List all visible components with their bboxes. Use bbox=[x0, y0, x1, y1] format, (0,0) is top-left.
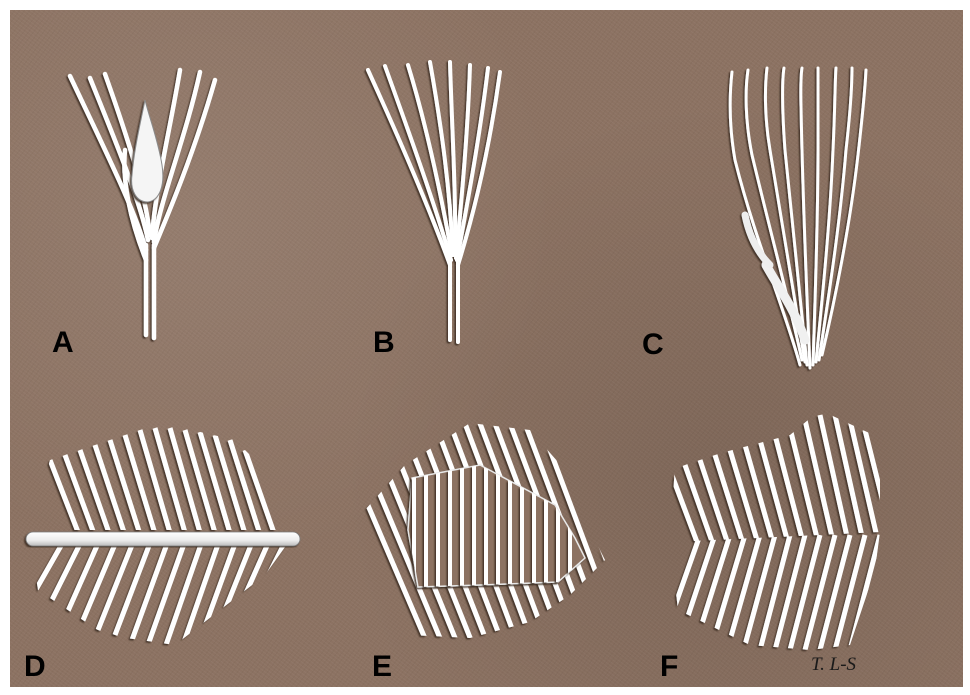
panel-c-drawing bbox=[730, 68, 866, 368]
artist-signature: T. L-S bbox=[811, 654, 856, 676]
panel-label-d: D bbox=[24, 652, 46, 682]
panel-f-drawing bbox=[670, 415, 895, 650]
panel-label-c: C bbox=[642, 330, 664, 360]
panel-label-b: B bbox=[373, 328, 395, 358]
panel-d-shaft bbox=[26, 532, 300, 546]
feather-illustrations bbox=[10, 10, 963, 687]
panel-label-a: A bbox=[52, 328, 74, 358]
panel-label-f: F bbox=[660, 652, 678, 682]
panel-a-body bbox=[132, 100, 163, 202]
panel-label-e: E bbox=[372, 652, 392, 682]
panel-b-drawing bbox=[368, 62, 500, 342]
plate-background: A B C D E F T. L-S bbox=[10, 10, 963, 687]
